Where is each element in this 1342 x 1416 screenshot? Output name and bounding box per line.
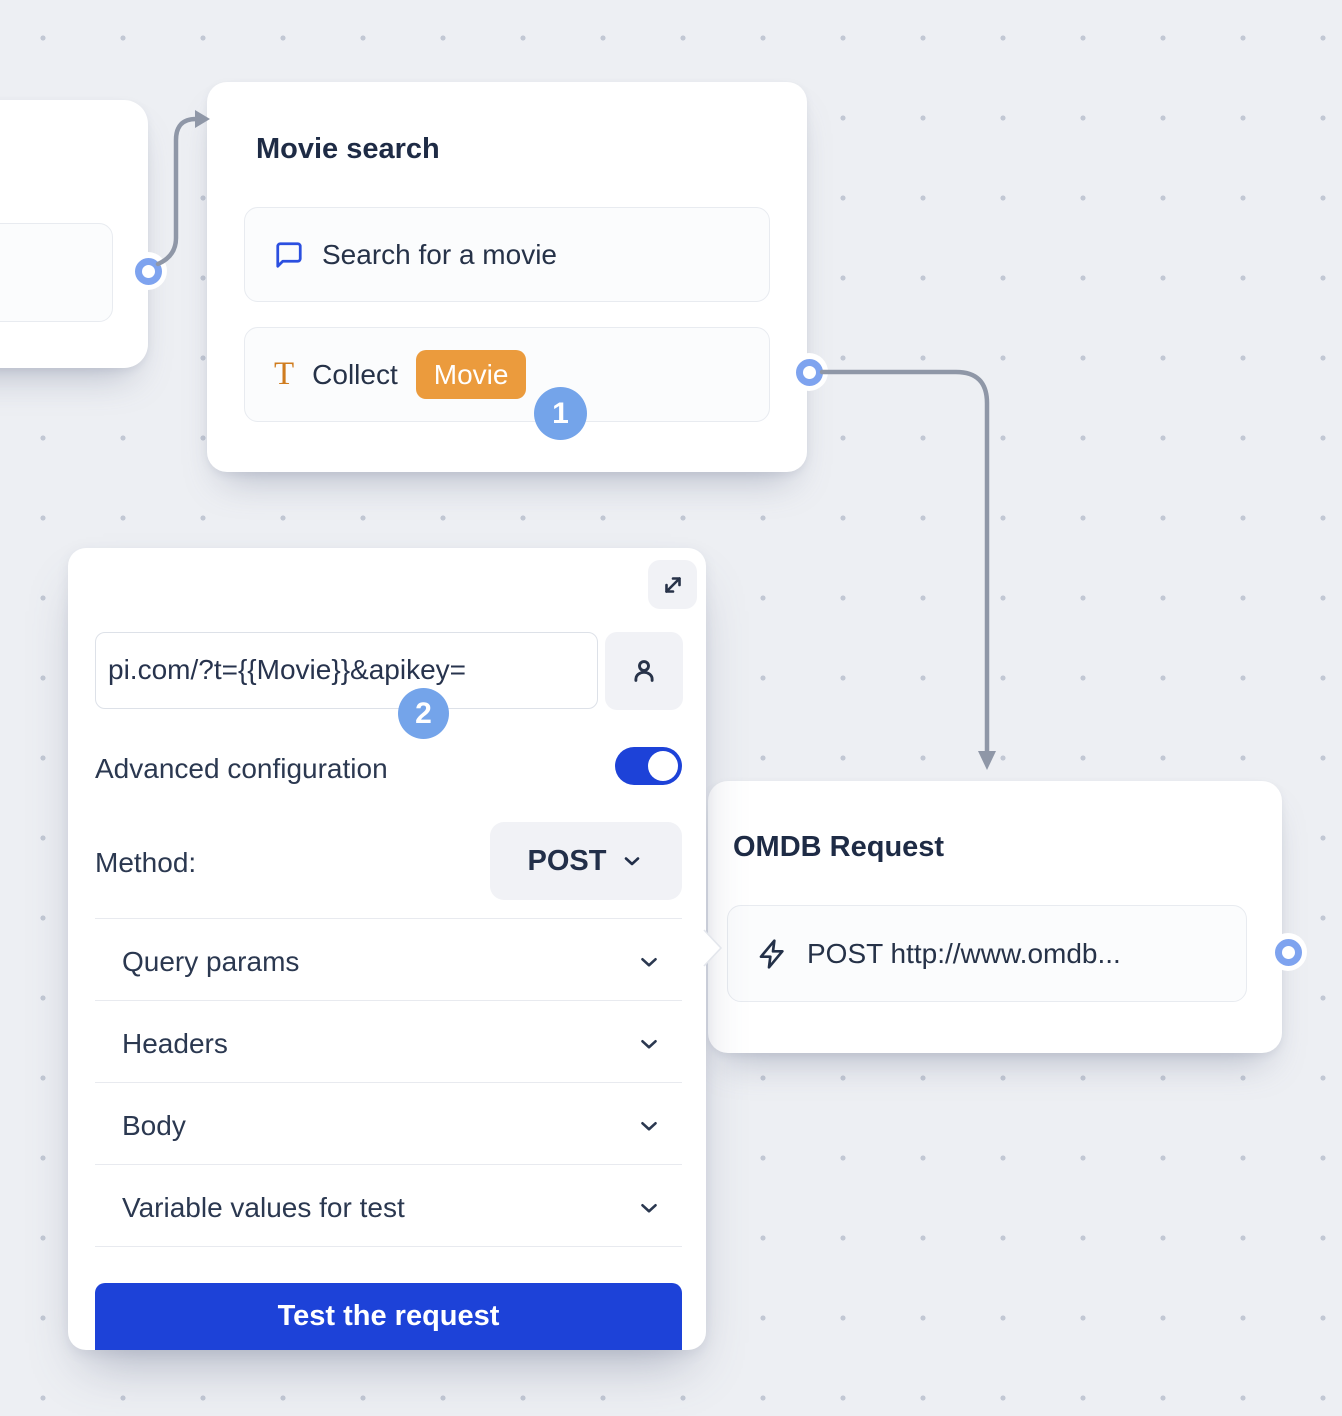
message-block-label: Search for a movie bbox=[322, 238, 557, 270]
chevron-down-icon bbox=[641, 1121, 657, 1131]
webhook-config-panel: pi.com/?t={{Movie}}&apikey= 2 Advanced c… bbox=[68, 548, 706, 1350]
section-label: Headers bbox=[122, 1027, 228, 1059]
divider bbox=[95, 918, 682, 919]
chevron-down-icon bbox=[625, 857, 640, 866]
previous-node-card[interactable] bbox=[0, 100, 148, 368]
chevron-down-icon bbox=[641, 1039, 657, 1049]
webhook-block-label: POST http://www.omdb... bbox=[807, 937, 1121, 969]
expand-button[interactable] bbox=[648, 560, 697, 609]
section-headers[interactable]: Headers bbox=[95, 1003, 682, 1084]
chevron-down-icon bbox=[641, 1203, 657, 1213]
output-port-dot[interactable] bbox=[790, 353, 828, 391]
method-dropdown[interactable]: POST bbox=[490, 822, 682, 900]
variable-chip-movie[interactable]: Movie bbox=[415, 349, 527, 400]
step-badge-1: 1 bbox=[534, 387, 587, 440]
section-label: Query params bbox=[122, 945, 300, 977]
person-icon bbox=[634, 660, 654, 682]
port-ring bbox=[795, 358, 823, 386]
port-ring bbox=[134, 257, 162, 285]
section-body[interactable]: Body bbox=[95, 1085, 682, 1166]
chat-bubble-icon bbox=[274, 240, 304, 270]
collect-block[interactable]: T Collect Movie bbox=[244, 327, 770, 422]
section-variable-values[interactable]: Variable values for test bbox=[95, 1167, 682, 1248]
message-block[interactable]: Search for a movie bbox=[244, 207, 770, 302]
section-label: Variable values for test bbox=[122, 1191, 405, 1223]
chevron-down-icon bbox=[641, 957, 657, 967]
section-label: Body bbox=[122, 1109, 186, 1141]
variables-button[interactable] bbox=[605, 632, 683, 710]
collect-block-label: Collect bbox=[312, 358, 398, 390]
omdb-request-node[interactable]: OMDB Request POST http://www.omdb... bbox=[708, 781, 1282, 1053]
expand-icon bbox=[664, 576, 681, 593]
divider bbox=[95, 1164, 682, 1165]
output-port-dot[interactable] bbox=[1269, 933, 1307, 971]
divider bbox=[95, 1000, 682, 1001]
test-request-button[interactable]: Test the request bbox=[95, 1283, 682, 1350]
method-label: Method: bbox=[95, 847, 197, 878]
method-value: POST bbox=[527, 844, 607, 877]
divider bbox=[95, 1246, 682, 1247]
advanced-configuration-label: Advanced configuration bbox=[95, 753, 388, 784]
node-title: Movie search bbox=[256, 133, 440, 165]
webhook-block[interactable]: POST http://www.omdb... bbox=[727, 905, 1247, 1002]
previous-node-block[interactable] bbox=[0, 223, 113, 322]
movie-search-node[interactable]: Movie search Search for a movie T Collec… bbox=[207, 82, 807, 472]
lightning-icon bbox=[757, 938, 789, 970]
text-input-icon: T bbox=[274, 356, 295, 392]
toggle-knob bbox=[648, 751, 678, 781]
url-input[interactable]: pi.com/?t={{Movie}}&apikey= bbox=[95, 632, 598, 709]
advanced-configuration-toggle[interactable] bbox=[615, 747, 682, 785]
port-ring bbox=[1274, 938, 1302, 966]
node-title: OMDB Request bbox=[733, 831, 945, 863]
output-port-dot[interactable] bbox=[129, 252, 167, 290]
step-badge-2: 2 bbox=[398, 688, 449, 739]
divider bbox=[95, 1082, 682, 1083]
section-query-params[interactable]: Query params bbox=[95, 921, 682, 1002]
